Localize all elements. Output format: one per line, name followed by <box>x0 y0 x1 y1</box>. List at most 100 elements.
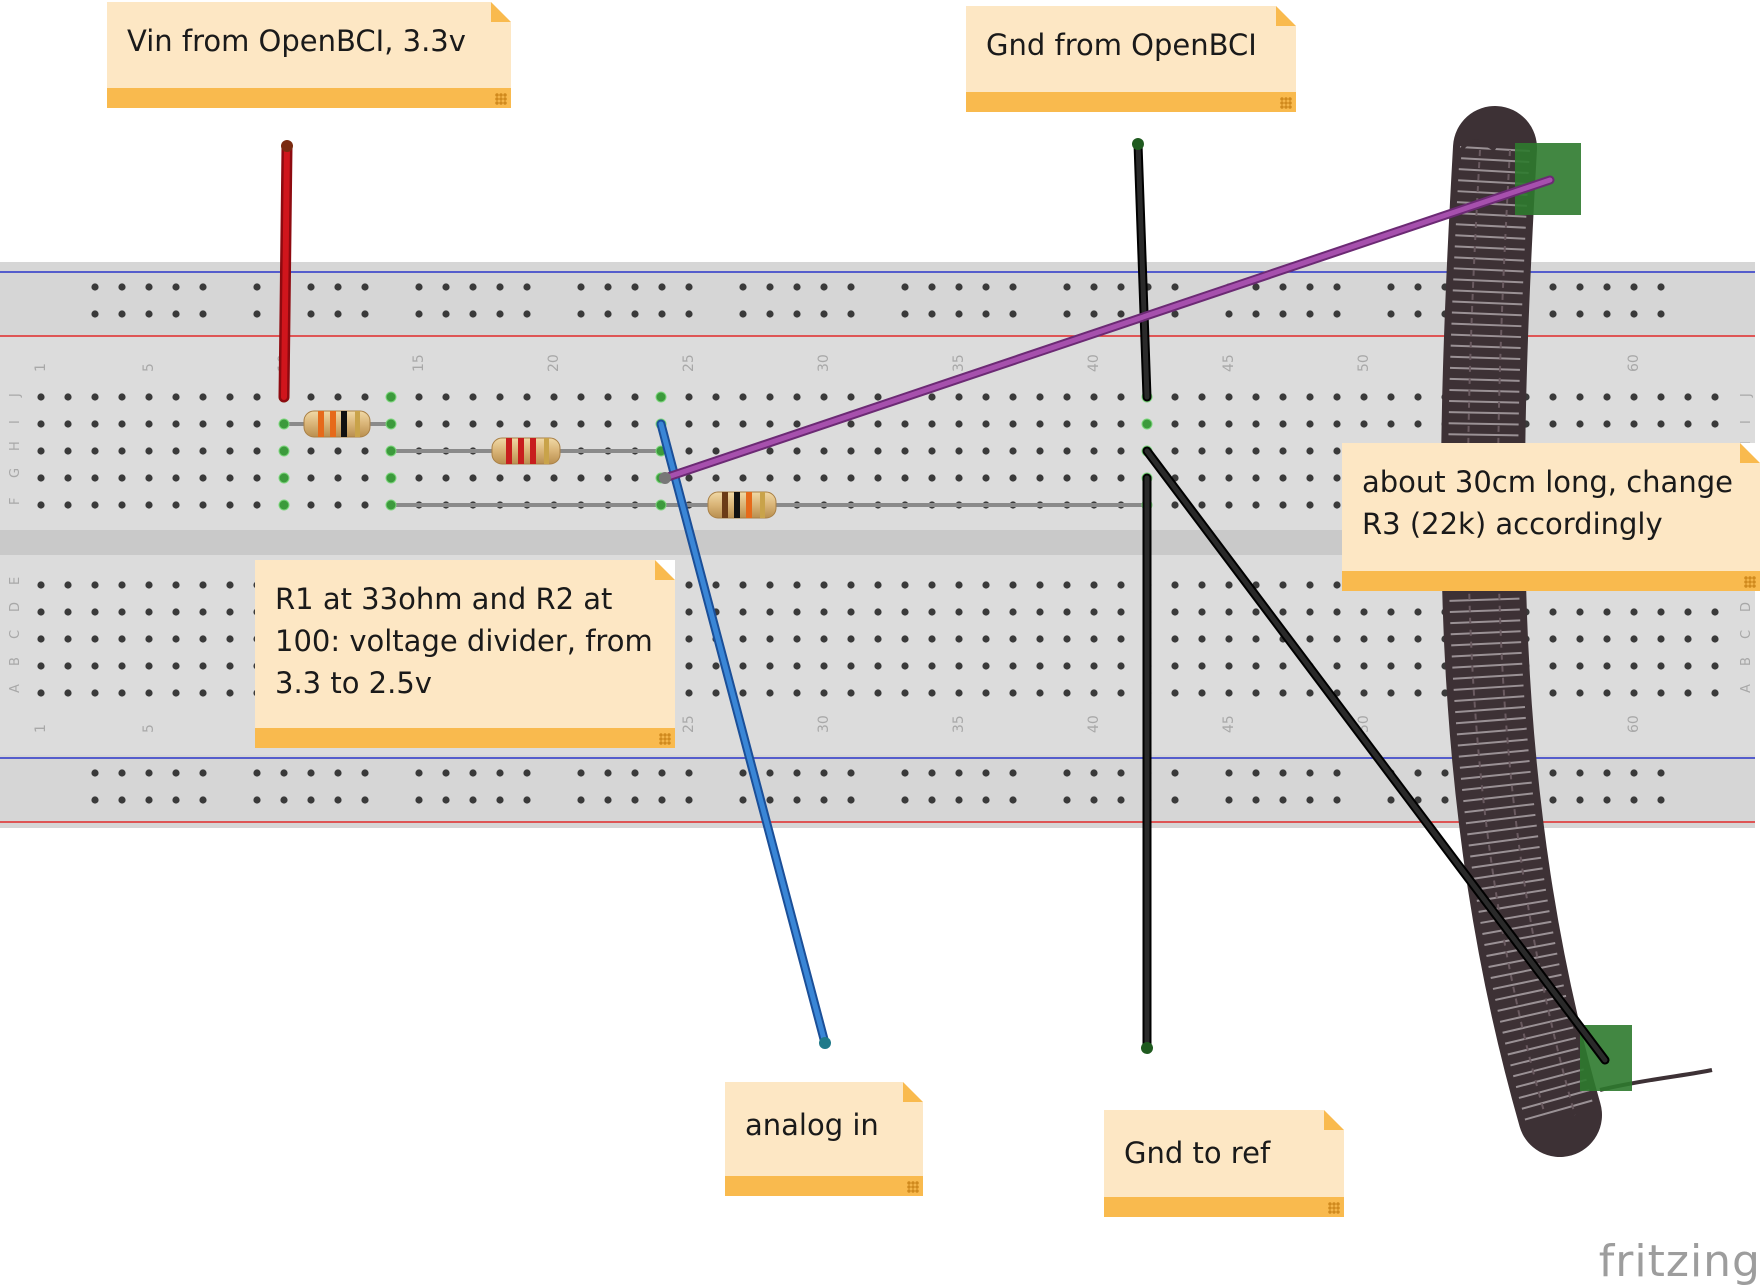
breadboard-hole <box>64 662 72 670</box>
note-analog-text: analog in <box>745 1108 879 1142</box>
breadboard-hole <box>955 474 963 482</box>
breadboard-hole <box>928 310 936 318</box>
breadboard-hole <box>118 581 126 589</box>
breadboard-hole <box>1576 635 1584 643</box>
breadboard-hole <box>1279 501 1287 509</box>
breadboard-hole <box>145 501 153 509</box>
breadboard-hole <box>955 689 963 697</box>
breadboard-hole <box>253 420 261 428</box>
breadboard-hole <box>982 474 990 482</box>
breadboard-hole <box>1036 420 1044 428</box>
breadboard-hole <box>64 474 72 482</box>
breadboard-hole <box>469 420 477 428</box>
breadboard-hole <box>1090 662 1098 670</box>
breadboard-hole <box>766 393 774 401</box>
breadboard-hole <box>955 796 963 804</box>
breadboard-hole <box>1333 581 1341 589</box>
breadboard-hole <box>118 608 126 616</box>
breadboard-hole <box>118 769 126 777</box>
breadboard-hole <box>1198 581 1206 589</box>
breadboard-hole <box>793 608 801 616</box>
breadboard-hole <box>1063 474 1071 482</box>
breadboard-hole <box>1009 635 1017 643</box>
breadboard-hole <box>1279 581 1287 589</box>
row-label: B <box>1739 657 1754 666</box>
breadboard-hole <box>1279 689 1287 697</box>
breadboard-hole <box>334 796 342 804</box>
breadboard-hole <box>1630 283 1638 291</box>
breadboard-hole <box>658 796 666 804</box>
breadboard-hole <box>955 635 963 643</box>
breadboard-hole <box>604 283 612 291</box>
breadboard-hole <box>847 420 855 428</box>
breadboard-hole <box>1063 447 1071 455</box>
breadboard-hole <box>37 689 45 697</box>
breadboard-hole <box>1171 796 1179 804</box>
breadboard-hole <box>1549 796 1557 804</box>
breadboard-hole <box>1009 420 1017 428</box>
breadboard-hole <box>847 635 855 643</box>
breadboard-hole <box>982 283 990 291</box>
breadboard-hole <box>982 608 990 616</box>
breadboard-hole <box>1279 310 1287 318</box>
breadboard-hole <box>361 501 369 509</box>
breadboard-hole <box>145 769 153 777</box>
breadboard-hole <box>1711 420 1719 428</box>
breadboard-hole <box>1711 662 1719 670</box>
breadboard-hole <box>199 635 207 643</box>
breadboard-hole <box>118 689 126 697</box>
breadboard-hole <box>766 608 774 616</box>
breadboard-hole <box>1306 447 1314 455</box>
breadboard-hole <box>307 393 315 401</box>
breadboard-hole <box>64 608 72 616</box>
breadboard-hole <box>1090 769 1098 777</box>
breadboard-hole <box>496 310 504 318</box>
breadboard-hole <box>1063 689 1071 697</box>
breadboard-hole <box>1279 662 1287 670</box>
breadboard-hole <box>1090 608 1098 616</box>
breadboard-hole <box>1684 393 1692 401</box>
breadboard-hole <box>1441 796 1449 804</box>
breadboard-hole <box>1333 393 1341 401</box>
note-length-text: about 30cm long, change R3 (22k) accordi… <box>1362 465 1733 541</box>
breadboard-hole <box>64 393 72 401</box>
resistor-r3 <box>707 491 777 519</box>
breadboard-hole <box>1576 769 1584 777</box>
breadboard-hole <box>145 420 153 428</box>
breadboard-hole <box>955 283 963 291</box>
row-label: J <box>1739 393 1754 398</box>
note-divider-text: R1 at 33ohm and R2 at 100: voltage divid… <box>275 582 653 700</box>
breadboard-hole <box>793 635 801 643</box>
breadboard-hole <box>37 474 45 482</box>
breadboard-hole <box>145 796 153 804</box>
breadboard-hole <box>874 420 882 428</box>
breadboard-hole <box>982 662 990 670</box>
breadboard-hole <box>712 581 720 589</box>
breadboard-hole <box>1090 447 1098 455</box>
breadboard-hole <box>1414 310 1422 318</box>
breadboard-hole <box>1171 501 1179 509</box>
row-label: I <box>1739 420 1754 424</box>
breadboard-hole <box>1333 608 1341 616</box>
breadboard-hole <box>1090 635 1098 643</box>
row-label: J <box>8 393 23 398</box>
breadboard-hole <box>1252 310 1260 318</box>
breadboard-hole <box>901 581 909 589</box>
fritzing-watermark: fritzing <box>1598 1236 1761 1287</box>
breadboard-hole <box>442 474 450 482</box>
breadboard-hole <box>361 474 369 482</box>
breadboard-hole <box>1387 283 1395 291</box>
breadboard-hole <box>118 393 126 401</box>
breadboard-hole <box>91 608 99 616</box>
column-label: 40 <box>1086 715 1102 733</box>
breadboard-hole <box>901 635 909 643</box>
breadboard-hole <box>901 662 909 670</box>
breadboard-hole <box>1414 769 1422 777</box>
breadboard-hole <box>145 474 153 482</box>
breadboard-hole <box>64 581 72 589</box>
breadboard-hole <box>1414 689 1422 697</box>
breadboard-hole <box>1279 283 1287 291</box>
breadboard-hole <box>334 447 342 455</box>
breadboard-hole <box>145 581 153 589</box>
breadboard-hole <box>1657 635 1665 643</box>
